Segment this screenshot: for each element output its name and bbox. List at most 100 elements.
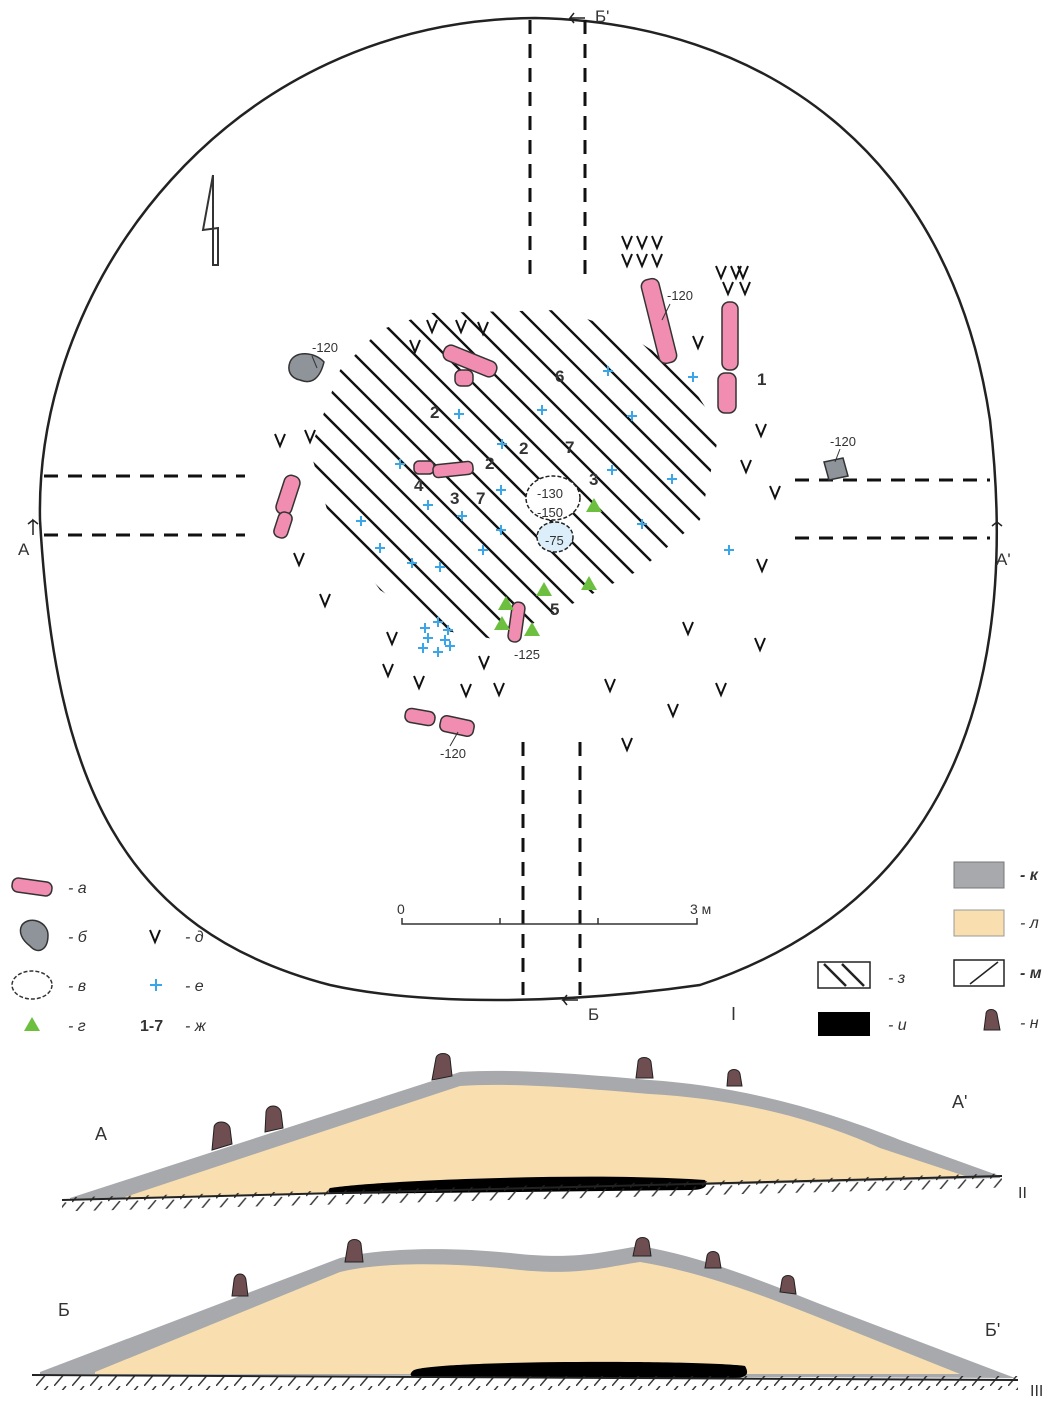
leader-lines xyxy=(311,303,841,747)
pit-depth: -150 xyxy=(537,505,563,520)
structure-numbers: 1 2 2 2 3 3 4 5 6 7 7 xyxy=(414,367,766,619)
number-label: 7 xyxy=(476,489,485,508)
legend-label-n: - н xyxy=(1020,1015,1039,1032)
number-label: 7 xyxy=(565,438,574,457)
legend-label-d: - д xyxy=(185,929,204,946)
gray-stones xyxy=(288,353,849,481)
stone xyxy=(717,372,737,414)
legend: - а - б - в - г - д - е 1-7 - ж - з - и … xyxy=(11,861,1042,1036)
legend-swatch-v xyxy=(149,929,161,945)
section-markers xyxy=(27,12,1003,1006)
triangle-markers xyxy=(494,498,602,636)
legend-swatch-turf xyxy=(953,861,1005,889)
legend-swatch-stone xyxy=(11,877,53,897)
stump xyxy=(635,1057,654,1079)
legend-number-range: 1-7 xyxy=(140,1018,163,1035)
stone xyxy=(439,715,475,737)
depth-labels: -120 -120 -120 -120 -125 xyxy=(312,288,856,761)
number-label: 4 xyxy=(414,476,424,495)
legend-label-a: - а xyxy=(68,880,87,897)
v-markers xyxy=(274,235,781,753)
legend-label-z: - з xyxy=(888,970,905,987)
profile-b-right-label: Б' xyxy=(985,1320,1000,1340)
legend-label-g: - г xyxy=(68,1018,86,1035)
stump xyxy=(704,1251,722,1269)
number-label: 6 xyxy=(555,367,564,386)
profile-b-left-label: Б xyxy=(58,1300,70,1320)
legend-swatch-sand xyxy=(953,909,1005,937)
number-label: 3 xyxy=(450,489,459,508)
depth-label: -120 xyxy=(830,434,856,449)
pit-depth: -75 xyxy=(545,533,564,548)
mound-outline xyxy=(38,16,999,1002)
hatched-zone xyxy=(310,310,720,640)
stump xyxy=(231,1273,249,1297)
scale-bar xyxy=(401,918,698,925)
profile-a-right-label: А' xyxy=(952,1092,967,1112)
central-pit xyxy=(525,475,581,553)
trench-west xyxy=(44,474,245,537)
pit-depth: -130 xyxy=(537,486,563,501)
depth-label: -125 xyxy=(514,647,540,662)
stone xyxy=(404,707,436,727)
stump xyxy=(779,1275,797,1295)
legend-swatch-triangle xyxy=(24,1017,40,1031)
stone xyxy=(273,511,293,539)
number-label: 2 xyxy=(519,439,528,458)
scale-start: 0 xyxy=(397,901,405,917)
stump xyxy=(431,1053,453,1081)
profile-a-roman: II xyxy=(1018,1185,1027,1202)
legend-swatch-m xyxy=(953,959,1005,987)
number-label: 2 xyxy=(430,403,439,422)
legend-swatch-pit xyxy=(11,970,53,1000)
profile-a: А А' II xyxy=(61,1053,1027,1212)
profile-b: Б Б' III xyxy=(31,1237,1043,1400)
legend-label-zh: - ж xyxy=(185,1018,207,1035)
legend-label-m: - м xyxy=(1020,965,1042,982)
legend-swatch-cross xyxy=(150,979,162,991)
profile-sand xyxy=(95,1262,960,1374)
trench-south xyxy=(521,742,582,995)
section-mark-b-prime: Б' xyxy=(595,7,609,26)
section-mark-b: Б xyxy=(588,1005,599,1024)
stone xyxy=(288,353,325,383)
number-label: 1 xyxy=(757,370,766,389)
depth-label: -120 xyxy=(312,340,338,355)
stone xyxy=(454,369,474,387)
depth-label: -120 xyxy=(440,746,466,761)
profile-charcoal xyxy=(410,1361,748,1378)
legend-label-i: - и xyxy=(888,1017,907,1034)
scale-end: 3 м xyxy=(690,901,711,917)
stump xyxy=(632,1237,652,1257)
legend-swatch-charcoal xyxy=(818,1012,870,1036)
stone xyxy=(721,301,739,371)
cross-markers xyxy=(356,366,734,657)
mound-plan: А А' Б' Б xyxy=(18,7,1011,1024)
stump xyxy=(211,1121,233,1151)
legend-label-k: - к xyxy=(1020,867,1039,884)
trench-east xyxy=(795,478,990,540)
legend-swatch-hatch xyxy=(817,961,871,989)
stump xyxy=(726,1069,743,1087)
stone xyxy=(413,460,435,475)
trench-north xyxy=(528,20,587,280)
stone xyxy=(640,277,678,365)
stone xyxy=(507,601,526,643)
legend-label-e: - е xyxy=(185,978,204,995)
north-arrow-icon xyxy=(201,174,219,266)
profile-sand xyxy=(125,1084,965,1198)
section-mark-a: А xyxy=(18,540,30,559)
stump xyxy=(264,1105,284,1133)
profile-a-left-label: А xyxy=(95,1124,107,1144)
legend-swatch-stump xyxy=(983,1009,1001,1031)
depth-label: -120 xyxy=(667,288,693,303)
legend-label-b: - б xyxy=(68,929,88,946)
profile-b-roman: III xyxy=(1030,1383,1043,1400)
section-mark-a-prime: А' xyxy=(996,550,1011,569)
stone xyxy=(823,457,849,481)
number-label: 2 xyxy=(485,454,494,473)
legend-label-l: - л xyxy=(1020,915,1039,932)
figure-part-label: I xyxy=(731,1004,736,1024)
stone xyxy=(275,474,301,516)
